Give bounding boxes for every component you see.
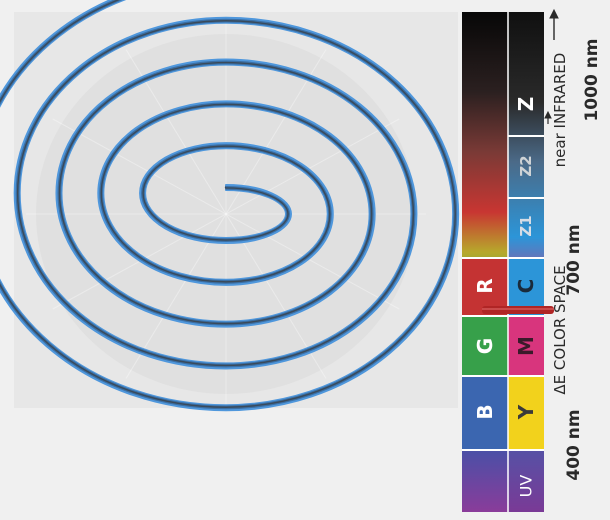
label-color-space: ΔE COLOR SPACE [551,265,569,394]
band-b-label: B [473,404,497,419]
spiral-strand-2 [0,0,456,408]
infrared-arrow [549,8,559,40]
band-g: G [462,316,508,376]
spiral-strand-3 [0,0,457,409]
spiral-strand-5 [0,0,460,412]
band-b: B [462,376,508,450]
band-z2-label: Z2 [517,155,535,176]
band-z-label: Z [514,97,538,112]
band-c-label: C [514,279,538,294]
label-400nm: 400 nm [564,409,584,480]
spiral-strand-1 [0,0,455,407]
band-uv: UV [517,475,536,498]
red-marker [482,306,554,314]
band-y: Y [508,376,544,450]
band-z1-label: Z1 [517,215,535,236]
band-m: M [508,316,544,376]
band-separators [462,12,544,512]
band-g-label: G [473,338,497,354]
radial-guide [125,49,327,379]
band-z2: Z2 [517,155,535,176]
spiral-drawing [0,0,460,412]
band-uv-label: UV [517,475,536,498]
label-near-infrared: near INFRARED [551,53,569,168]
z-pointer-arrow [544,110,552,124]
spiral-strand-4 [0,0,458,410]
band-r-label: R [473,278,497,293]
band-z1: Z1 [517,215,535,236]
radial-guide [125,49,327,379]
band-m-label: M [514,336,538,356]
band-y-label: Y [514,404,538,420]
label-1000nm: 1000 nm [582,38,602,121]
label-700nm: 700 nm [564,224,584,295]
band-z: Z [514,97,538,112]
